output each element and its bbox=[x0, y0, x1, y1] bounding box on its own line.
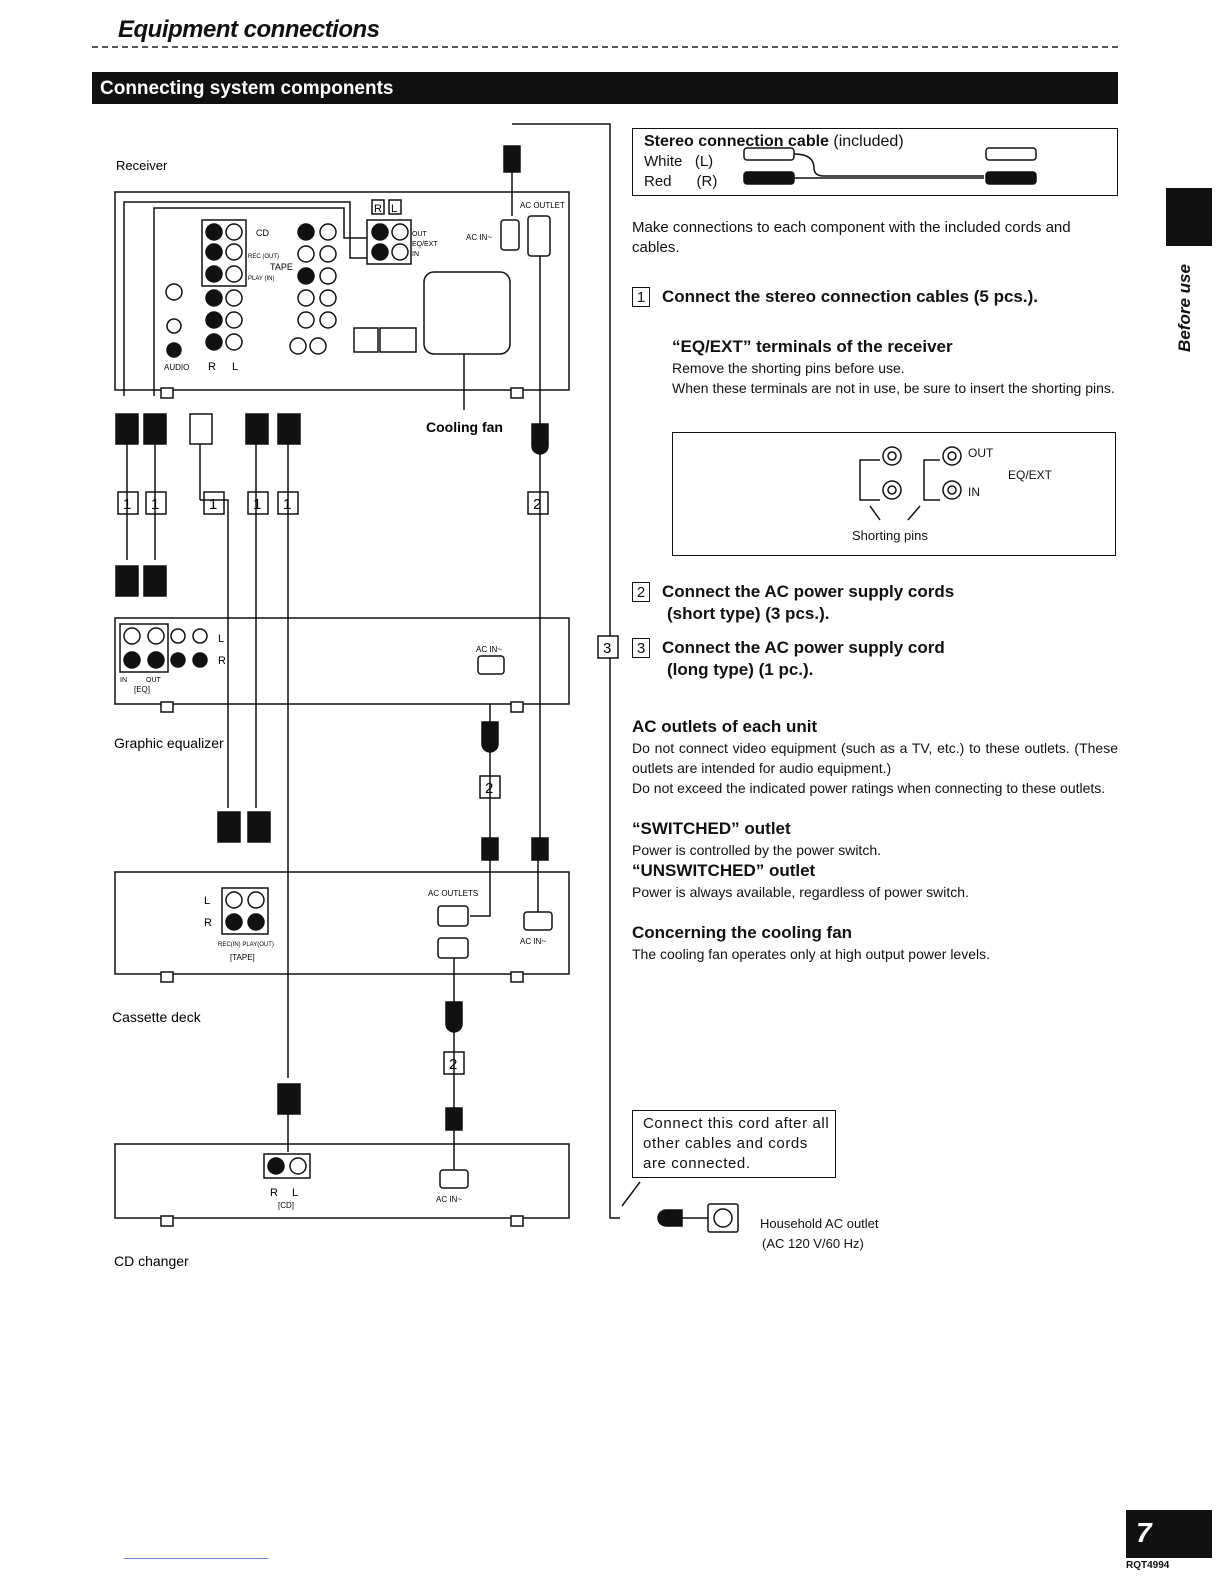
shorting-pins-caption: Shorting pins bbox=[852, 528, 928, 543]
cd-ac-in-label: AC IN~ bbox=[436, 1195, 462, 1204]
equalizer-r-label: R bbox=[218, 655, 226, 667]
side-label: Before use bbox=[1160, 258, 1210, 358]
cd-l-label: L bbox=[292, 1187, 298, 1199]
step-3-heading-line1: Connect the AC power supply cord bbox=[662, 638, 945, 657]
graphic-equalizer-label: Graphic equalizer bbox=[114, 735, 224, 751]
step-1-marker: 1 bbox=[253, 496, 261, 513]
eq-out-label: OUT bbox=[146, 677, 162, 684]
ac-outlets-heading: AC outlets of each unit bbox=[632, 717, 818, 736]
audio-label: AUDIO bbox=[164, 363, 189, 372]
household-outlet-rating: (AC 120 V/60 Hz) bbox=[762, 1236, 864, 1251]
step-3-heading-line2: (long type) (1 pc.). bbox=[667, 660, 814, 679]
eq-ext-out-label: OUT bbox=[412, 231, 428, 238]
receiver-label: Receiver bbox=[116, 158, 168, 173]
side-tab-marker bbox=[1166, 188, 1212, 246]
cassette-r-label: R bbox=[204, 917, 212, 929]
shorting-pins-drawing bbox=[859, 446, 962, 521]
eq-ext-line2: When these terminals are not in use, be … bbox=[672, 380, 1115, 396]
note-box: Connect this cord after all other cables… bbox=[632, 1110, 836, 1178]
cooling-fan-text: The cooling fan operates only at high ou… bbox=[632, 946, 991, 962]
cable-box-title: Stereo connection cable (included) bbox=[644, 133, 904, 151]
side-label-text: Before use bbox=[1175, 264, 1194, 352]
cassette-deck-box bbox=[114, 871, 570, 975]
switched-text: Power is controlled by the power switch. bbox=[632, 842, 881, 858]
ac-outlets-para2: Do not exceed the indicated power rating… bbox=[632, 780, 1106, 796]
step-2-marker: 2 bbox=[485, 780, 493, 797]
step-3-heading: 3 Connect the AC power supply cord bbox=[632, 637, 1118, 659]
document-code: RQT4994 bbox=[1126, 1560, 1170, 1571]
step-2-heading: 2 Connect the AC power supply cords bbox=[632, 581, 1118, 603]
eq-ext-in-label: IN bbox=[412, 251, 419, 258]
cd-r-label: R bbox=[270, 1187, 278, 1199]
cable-box bbox=[632, 128, 1118, 196]
step-2-number: 2 bbox=[632, 582, 650, 602]
intro-text: Make connections to each component with … bbox=[632, 219, 1071, 256]
ac-outlets-label: AC OUTLETS bbox=[428, 889, 478, 898]
cable-red-label: Red (R) bbox=[644, 173, 718, 190]
play-in-label: PLAY (IN) bbox=[248, 276, 274, 282]
eq-ext-heading: “EQ/EXT” terminals of the receiver bbox=[672, 337, 953, 356]
eq-in-label: IN bbox=[120, 677, 127, 684]
tape-terminal-label: TAPE bbox=[270, 262, 293, 272]
cd-bracket-label: [CD] bbox=[278, 1201, 294, 1210]
step-1-marker: 1 bbox=[123, 496, 131, 513]
eq-ext-label: EQ/EXT bbox=[412, 241, 438, 248]
step-1-heading-text: Connect the stereo connection cables (5 … bbox=[662, 287, 1038, 306]
cooling-fan-heading: Concerning the cooling fan bbox=[632, 923, 853, 942]
step-1-heading: 1 Connect the stereo connection cables (5… bbox=[632, 286, 1118, 308]
unswitched-text: Power is always available, regardless of… bbox=[632, 884, 969, 900]
cable-title-bold: Stereo connection cable bbox=[644, 133, 829, 150]
cassette-deck-label: Cassette deck bbox=[112, 1009, 202, 1025]
cooling-fan-label: Cooling fan bbox=[426, 419, 503, 435]
step-1-marker: 1 bbox=[151, 496, 159, 513]
step-2-marker: 2 bbox=[449, 1056, 457, 1073]
receiver-box bbox=[114, 191, 570, 391]
shorting-eq-ext-label: EQ/EXT bbox=[1008, 468, 1053, 482]
footer-rule bbox=[124, 1558, 268, 1559]
cable-white-label: White (L) bbox=[644, 153, 714, 170]
receiver-r-label: R bbox=[208, 361, 216, 373]
rec-out-label: REC (OUT) bbox=[248, 254, 279, 260]
page-number: 7 bbox=[1126, 1510, 1212, 1558]
cd-changer-label: CD changer bbox=[114, 1253, 189, 1269]
step-2-heading-line2: (short type) (3 pcs.). bbox=[667, 604, 830, 623]
step-1-marker: 1 bbox=[209, 496, 217, 513]
step-3-marker: 3 bbox=[603, 640, 611, 657]
cd-changer-box bbox=[114, 1143, 570, 1219]
step-2-marker: 2 bbox=[533, 496, 541, 513]
shorting-pins-figure bbox=[672, 432, 1116, 556]
shorting-out-label: OUT bbox=[968, 446, 994, 460]
step-2-heading-line1: Connect the AC power supply cords bbox=[662, 582, 955, 601]
step-1-number: 1 bbox=[632, 287, 650, 307]
household-outlet-label: Household AC outlet bbox=[760, 1216, 879, 1231]
cd-terminal-label: CD bbox=[256, 228, 269, 238]
equalizer-ac-in-label: AC IN~ bbox=[476, 645, 502, 654]
cassette-l-label: L bbox=[204, 895, 210, 907]
equalizer-l-label: L bbox=[218, 633, 224, 645]
shorting-in-label: IN bbox=[968, 485, 980, 499]
cassette-ac-in-label: AC IN~ bbox=[520, 937, 546, 946]
step-3-number: 3 bbox=[632, 638, 650, 658]
switched-heading: “SWITCHED” outlet bbox=[632, 819, 791, 838]
equalizer-box bbox=[114, 617, 570, 705]
stereo-cable-icon bbox=[743, 147, 1037, 185]
eq-ext-l-label: L bbox=[391, 203, 397, 215]
step-1-marker: 1 bbox=[283, 496, 291, 513]
ac-outlets-para1: Do not connect video equipment (such as … bbox=[632, 740, 1118, 776]
unswitched-heading: “UNSWITCHED” outlet bbox=[632, 861, 816, 880]
cable-title-rest: (included) bbox=[828, 133, 904, 150]
connection-diagram: Receiver Graphic equalizer Cassette deck… bbox=[112, 123, 620, 1269]
tape-bracket-label: [TAPE] bbox=[230, 953, 255, 962]
household-outlet-figure bbox=[621, 1181, 739, 1233]
eq-ext-r-label: R bbox=[374, 203, 382, 215]
receiver-ac-in-label: AC IN~ bbox=[466, 233, 492, 242]
receiver-l-label: L bbox=[232, 361, 238, 373]
ac-outlet-label: AC OUTLET bbox=[520, 201, 565, 210]
section-title: Connecting system components bbox=[92, 72, 1118, 104]
title-rule bbox=[92, 46, 1118, 48]
eq-ext-line1: Remove the shorting pins before use. bbox=[672, 360, 905, 376]
eq-bracket-label: [EQ] bbox=[134, 685, 150, 694]
rec-play-label: REC(IN) PLAY(OUT) bbox=[218, 942, 274, 948]
page-title: Equipment connections bbox=[118, 16, 380, 43]
